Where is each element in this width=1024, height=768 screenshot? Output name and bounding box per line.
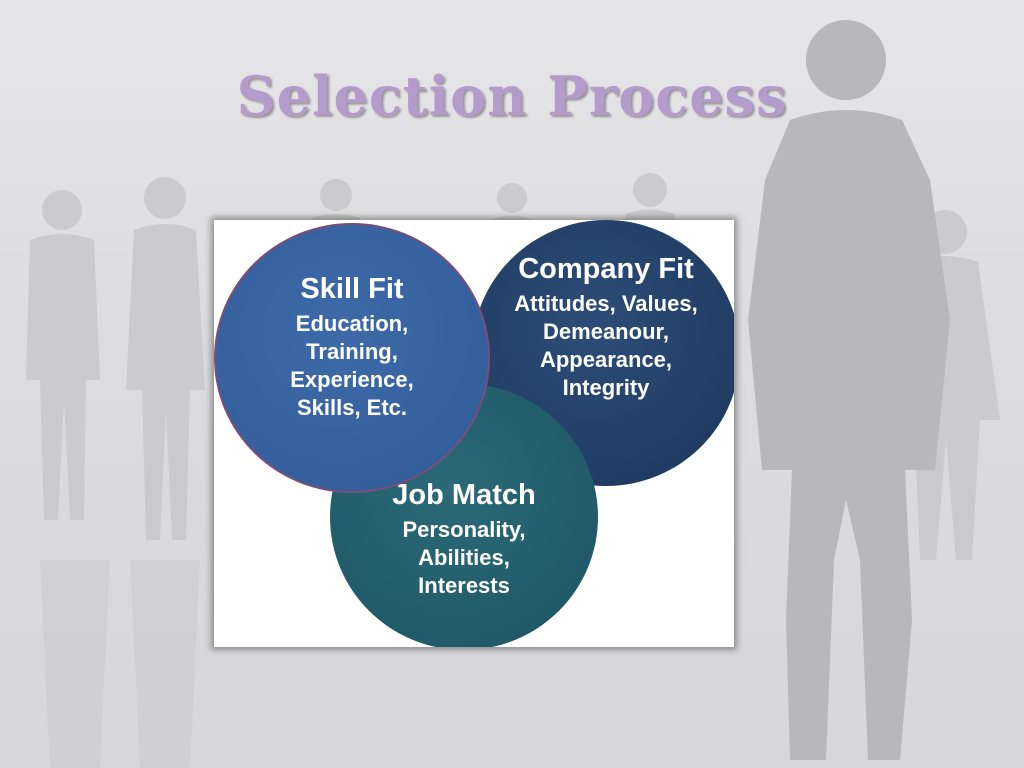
skill-fit-title: Skill Fit [300, 273, 404, 305]
company-fit-line-1: Attitudes, Values, [514, 291, 698, 316]
job-match-line-3: Interests [418, 573, 510, 598]
job-match-line-1: Personality, [402, 517, 526, 542]
company-fit-title: Company Fit [518, 253, 694, 285]
skill-fit-circle: Skill Fit Education, Training, Experienc… [214, 223, 490, 493]
skill-fit-line-3: Experience, [290, 367, 414, 392]
job-match-title: Job Match [392, 479, 536, 511]
slide-title: Selection Process [236, 64, 788, 128]
skill-fit-line-2: Training, [306, 339, 398, 364]
company-fit-line-2: Demeanour, [543, 319, 669, 344]
job-match-line-2: Abilities, [418, 545, 510, 570]
skill-fit-line-1: Education, [295, 311, 409, 336]
venn-diagram: Company Fit Attitudes, Values, Demeanour… [214, 220, 734, 647]
company-fit-line-3: Appearance, [539, 347, 673, 372]
company-fit-line-4: Integrity [562, 375, 650, 400]
skill-fit-line-4: Skills, Etc. [296, 395, 408, 420]
